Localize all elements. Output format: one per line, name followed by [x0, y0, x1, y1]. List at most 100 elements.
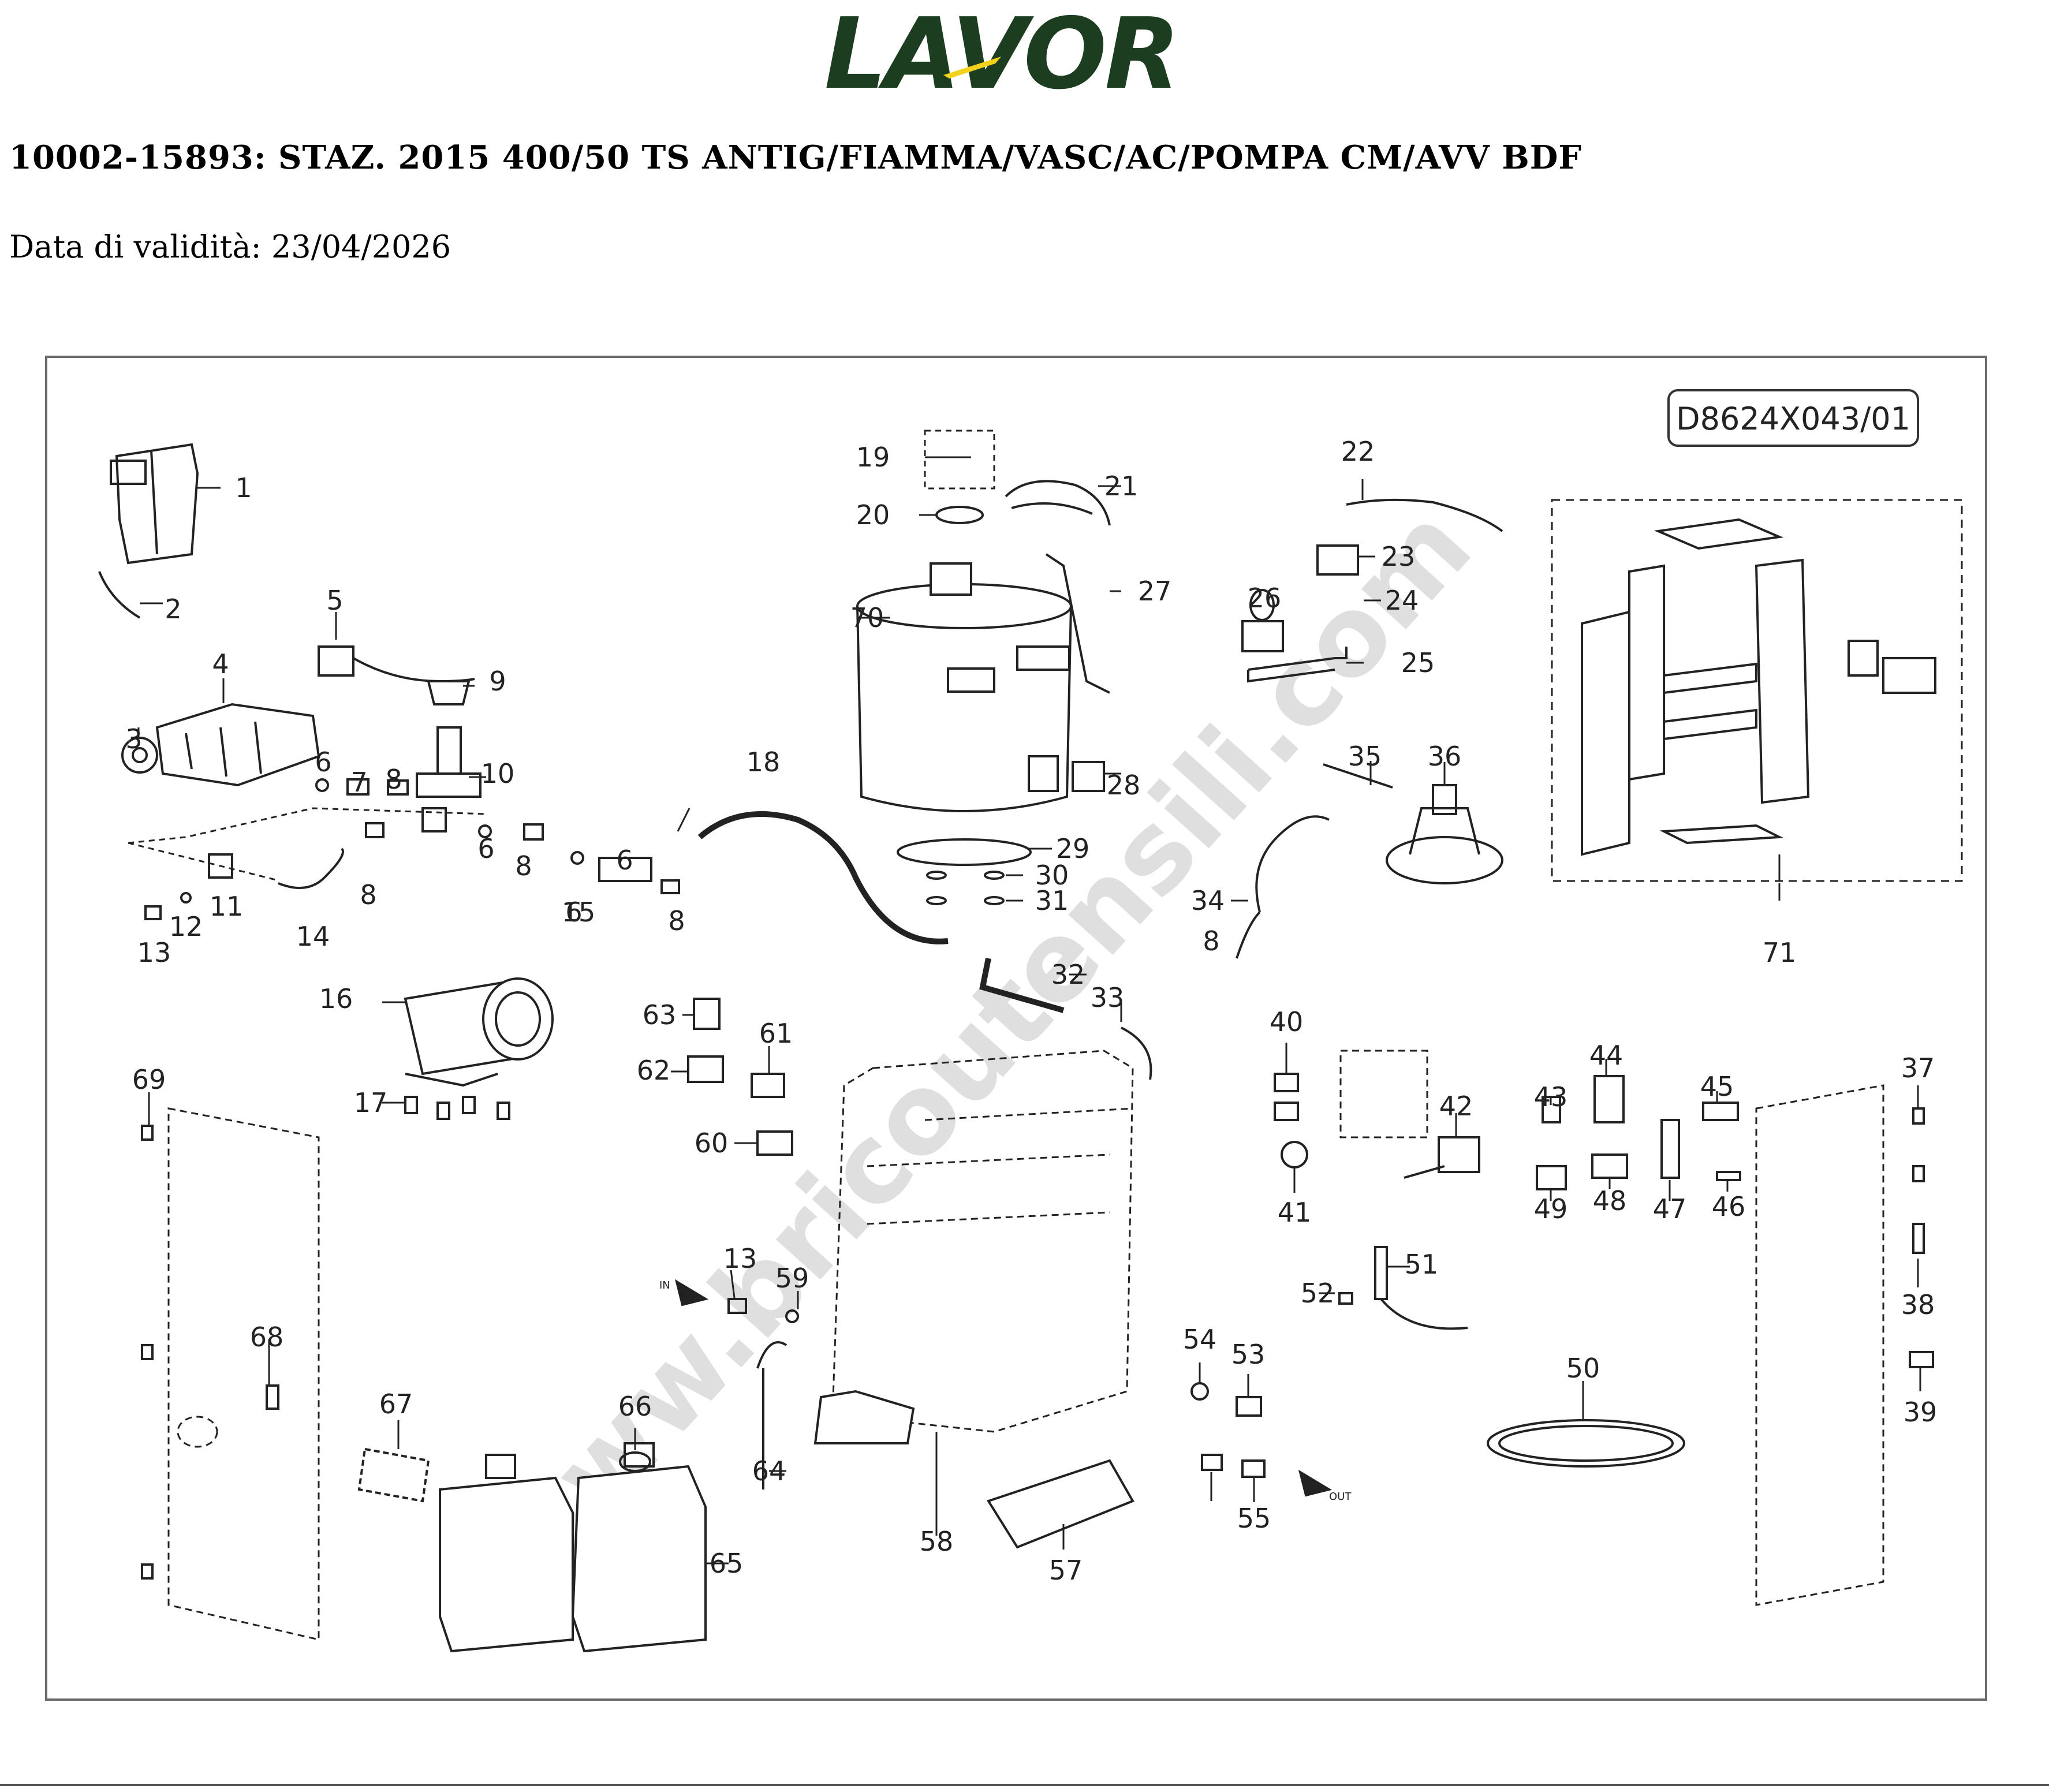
part-36-fan	[1386, 784, 1503, 884]
inlet-arrow	[674, 1279, 709, 1306]
part-40-fuse-holder	[1274, 1073, 1299, 1092]
part-callout-61: 61	[759, 1018, 793, 1049]
part-callout-66: 66	[618, 1391, 652, 1422]
watermark: www.bricoutensili.com	[460, 483, 1496, 1614]
part-callout-7: 7	[350, 767, 367, 798]
part-callout-22: 22	[1341, 436, 1375, 467]
part-37-clip-2	[1912, 1165, 1925, 1182]
part-39-connector	[1909, 1351, 1934, 1368]
part-callout-45: 45	[1700, 1071, 1734, 1102]
document-title: 10002-15893: STAZ. 2015 400/50 TS ANTIG/…	[9, 139, 1583, 177]
part-callout-4: 4	[212, 648, 229, 680]
part-61-relay	[751, 1073, 785, 1098]
part-20-burner-head	[935, 506, 984, 524]
part-26-coil	[1241, 589, 1284, 652]
part-callout-34: 34	[1191, 885, 1225, 916]
part-46-screw	[1716, 1171, 1741, 1181]
part-58-chassis	[831, 1050, 1134, 1433]
part-callout-5: 5	[326, 585, 343, 616]
part-37-39-right-panel	[1755, 1084, 1884, 1606]
part-callout-6: 6	[565, 897, 582, 928]
cabinet-panels	[1581, 518, 1936, 856]
part-40-fuse-holder-2	[1274, 1102, 1299, 1121]
part-33-hose	[1121, 1026, 1152, 1080]
part-callout-58: 58	[920, 1526, 954, 1557]
part-callout-68: 68	[250, 1321, 284, 1353]
part-callout-17: 17	[354, 1087, 388, 1118]
part-27-rod	[1045, 553, 1110, 694]
leader-lines	[137, 456, 1921, 1565]
part-callout-65: 65	[710, 1548, 744, 1579]
part-callout-57: 57	[1049, 1555, 1083, 1586]
part-callout-53: 53	[1231, 1339, 1266, 1370]
part-8-fitting-bottom	[1201, 1454, 1223, 1471]
part-callout-43: 43	[1534, 1081, 1568, 1112]
part-callout-46: 46	[1712, 1191, 1746, 1222]
part-callout-21: 21	[1104, 471, 1139, 502]
part-69-clip	[141, 1125, 154, 1141]
part-71-cabinet-frame	[1551, 499, 1963, 882]
part-callout-55: 55	[1237, 1503, 1271, 1534]
lavor-logo: LAVOR	[824, 8, 1180, 100]
part-10-unloader-valve	[416, 726, 482, 832]
part-callout-27: 27	[1138, 576, 1172, 607]
validity-date: Data di validità: 23/04/2026	[9, 229, 451, 265]
part-66-cap	[619, 1451, 651, 1472]
part-callout-15: 15	[562, 897, 596, 928]
part-19-sensor-box	[924, 430, 995, 490]
part-42-transformer	[1404, 1136, 1480, 1179]
part-callout-9: 9	[489, 666, 506, 697]
part-64-suction-tube	[756, 1341, 787, 1489]
part-callout-23: 23	[1382, 541, 1416, 572]
part-62-bracket	[687, 1055, 724, 1083]
parts-table-header	[0, 1784, 2049, 1792]
part-callout-24: 24	[1385, 585, 1419, 616]
part-callout-31: 31	[1035, 885, 1069, 916]
part-32-elbow	[979, 958, 1065, 1013]
part-13-nipple	[144, 905, 162, 920]
part-callout-8: 8	[360, 879, 376, 910]
flow-in-label: IN	[659, 1279, 670, 1291]
part-12-washer	[180, 892, 192, 904]
part-1-tank	[110, 443, 199, 565]
part-15-manifold	[598, 857, 652, 882]
part-callout-37: 37	[1901, 1052, 1935, 1084]
part-callout-30: 30	[1035, 860, 1069, 891]
part-69-clip-3	[141, 1563, 154, 1580]
part-callout-39: 39	[1904, 1397, 1938, 1428]
part-callout-71: 71	[1763, 937, 1797, 968]
part-70-boiler	[856, 562, 1072, 812]
part-47-strip	[1660, 1119, 1680, 1179]
flow-out-label: OUT	[1329, 1491, 1352, 1503]
part-callout-29: 29	[1056, 833, 1090, 864]
part-14-hose	[278, 848, 344, 889]
part-4-pump	[155, 703, 320, 787]
part-48-relay	[1591, 1153, 1628, 1179]
part-callout-16: 16	[319, 983, 353, 1014]
part-callout-67: 67	[379, 1388, 413, 1420]
part-callout-8: 8	[385, 764, 402, 795]
part-callout-48: 48	[1593, 1185, 1627, 1216]
part-68-69-side-panel	[167, 1107, 320, 1641]
drawing-code-box: D8624X043/01	[1667, 389, 1919, 447]
diagram-frame	[45, 356, 1987, 1701]
part-callout-47: 47	[1653, 1193, 1687, 1224]
part-callout-13: 13	[137, 937, 171, 968]
part-callout-54: 54	[1183, 1324, 1217, 1355]
part-54-washer	[1190, 1382, 1209, 1401]
part-21-electrodes	[1005, 480, 1111, 526]
electrical-box	[1339, 1050, 1428, 1138]
part-callout-50: 50	[1566, 1353, 1600, 1384]
part-63-cup	[693, 998, 721, 1030]
part-69-clip-2	[141, 1344, 154, 1360]
part-callout-64: 64	[752, 1455, 786, 1487]
part-2-hose	[98, 571, 141, 619]
part-callout-25: 25	[1401, 647, 1435, 678]
part-callout-40: 40	[1270, 1006, 1304, 1037]
part-callout-8: 8	[515, 850, 532, 882]
part-65-canisters	[439, 1442, 707, 1653]
part-53-fitting	[1236, 1396, 1262, 1417]
part-callout-6: 6	[477, 833, 494, 864]
part-18-hose	[697, 811, 949, 944]
part-callout-6: 6	[616, 845, 633, 876]
